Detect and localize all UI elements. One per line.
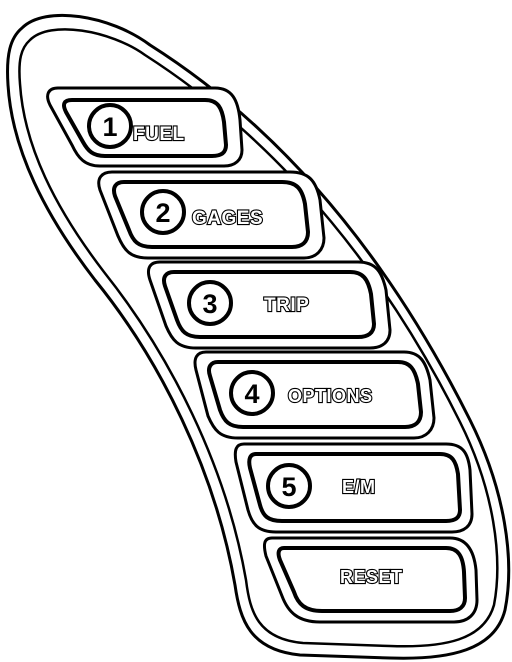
- em-label: E/M: [342, 477, 376, 497]
- number-5-badge: [266, 463, 312, 509]
- number-4-text: 4: [244, 379, 259, 409]
- number-3-text: 3: [202, 289, 217, 319]
- reset-button[interactable]: RESET: [262, 536, 479, 624]
- number-2-badge: [140, 189, 186, 235]
- number-5-text: 5: [281, 472, 296, 502]
- panel-bezel-inner: [18, 28, 499, 648]
- number-1-badge: [87, 103, 133, 149]
- number-3-badge: [187, 280, 233, 326]
- number-2-text: 2: [155, 198, 170, 228]
- number-4-badge: [229, 370, 275, 416]
- options-label: OPTIONS: [288, 386, 373, 406]
- trip-label: TRIP: [264, 295, 309, 316]
- gages-label: GAGES: [192, 208, 263, 229]
- reset-label: RESET: [340, 567, 403, 587]
- options-button[interactable]: 4 OPTIONS: [193, 350, 436, 440]
- fuel-label: FUEL: [133, 124, 185, 145]
- number-1-text: 1: [102, 112, 117, 142]
- gages-button[interactable]: 2 GAGES: [97, 170, 326, 260]
- panel-bezel-outer: [6, 13, 511, 660]
- fuel-button[interactable]: 1 FUEL: [46, 86, 244, 168]
- em-button[interactable]: 5 E/M: [233, 442, 474, 534]
- trip-button[interactable]: 3 TRIP: [146, 260, 392, 350]
